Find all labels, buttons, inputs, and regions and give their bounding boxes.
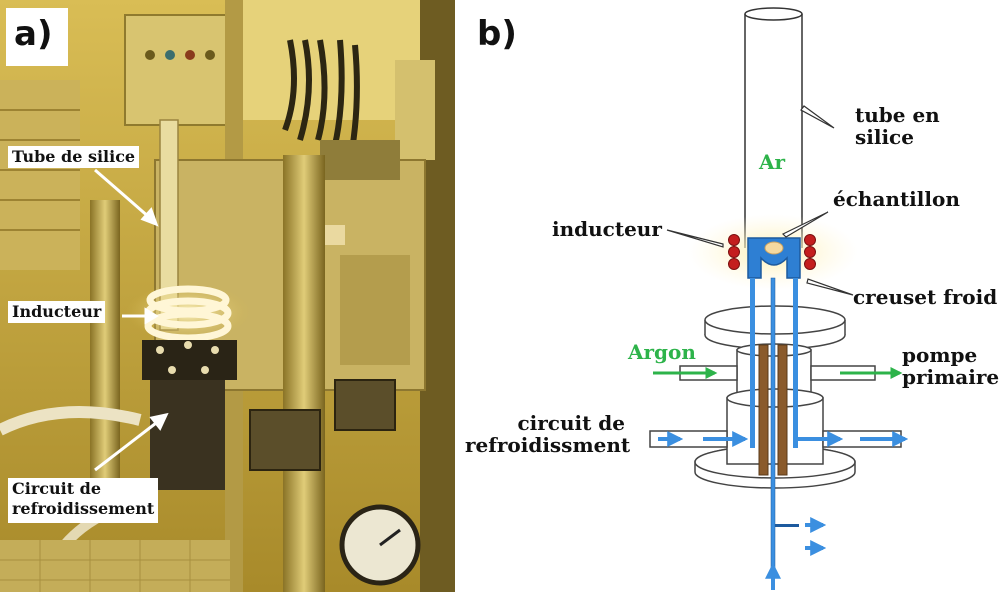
label-pompe-primaire: pompe primaire bbox=[902, 344, 999, 388]
label-circuit-diagram-line2: refroidissment bbox=[465, 433, 631, 457]
photo-panel: a) Tube de silice Inducteur Circuit de r… bbox=[0, 0, 455, 595]
leader-lines bbox=[666, 105, 854, 296]
label-pompe-primaire-line1: pompe bbox=[902, 343, 978, 367]
panel-b-letter: b) bbox=[477, 14, 517, 54]
label-tube-en-silice: tube en silice bbox=[855, 104, 940, 148]
coolant-flow-arrows bbox=[658, 431, 909, 590]
cold-crucible bbox=[747, 237, 801, 279]
label-circuit-photo-line2: refroidissement bbox=[12, 499, 155, 518]
label-inducteur-photo: Inducteur bbox=[8, 301, 106, 323]
label-tube-de-silice: Tube de silice bbox=[8, 146, 140, 168]
inductor-coil bbox=[728, 234, 816, 270]
panel-a-letter: a) bbox=[14, 14, 53, 54]
label-inducteur-diagram: inducteur bbox=[552, 217, 662, 241]
label-argon: Argon bbox=[628, 340, 696, 364]
label-echantillon: échantillon bbox=[833, 187, 960, 211]
copper-rods bbox=[758, 344, 788, 476]
label-tube-en-silice-line1: tube en bbox=[855, 103, 940, 127]
label-tube-en-silice-line2: silice bbox=[855, 125, 914, 149]
label-circuit-photo-line1: Circuit de bbox=[12, 479, 102, 498]
label-circuit-photo: Circuit de refroidissement bbox=[8, 478, 159, 523]
diagram-panel: b) tube en silice Ar échantillon inducte… bbox=[455, 0, 1006, 592]
label-circuit-diagram: circuit de refroidissment bbox=[465, 411, 631, 457]
silica-tube bbox=[744, 7, 803, 248]
label-ar: Ar bbox=[759, 150, 786, 174]
levitation-schematic bbox=[649, 7, 909, 590]
label-creuset-froid: creuset froid bbox=[853, 285, 998, 309]
panel-a-letter-bg bbox=[6, 8, 68, 66]
label-circuit-diagram-line1: circuit de bbox=[517, 411, 625, 435]
label-pompe-primaire-line2: primaire bbox=[902, 365, 1000, 389]
